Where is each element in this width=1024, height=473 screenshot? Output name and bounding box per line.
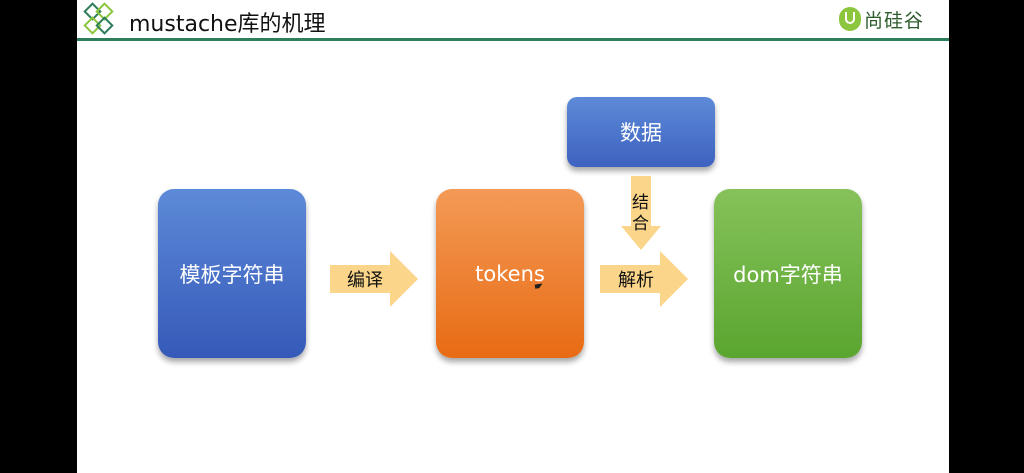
tokens-label: tokens [475,261,545,286]
page-title: mustache库的机理 [129,12,326,37]
combine-label-1: 结 [632,193,649,213]
dom-string-node: dom字符串 [714,189,862,358]
dom-string-label: dom字符串 [733,262,843,287]
brand-logo: 尚硅谷 [839,6,924,32]
slide-header: mustache库的机理 尚硅谷 [77,0,949,41]
parse-label: 解析 [618,270,654,291]
combine-arrow [621,176,661,250]
brand-mark-icon [839,7,861,31]
tokens-node: tokens [436,189,584,358]
data-node-label: 数据 [620,121,662,145]
template-string-node: 模板字符串 [158,189,306,358]
template-string-label: 模板字符串 [179,262,285,287]
compile-label: 编译 [347,270,383,291]
slide: mustache库的机理 尚硅谷 数据 模板字符串 编译 tokens 结 合 … [77,0,949,473]
compile-arrow [330,251,418,307]
parse-arrow [600,251,688,307]
diamond-logo-icon [83,2,114,35]
combine-label-2: 合 [632,214,649,234]
header-divider [77,38,949,41]
data-node: 数据 [567,97,715,167]
brand-name: 尚硅谷 [864,9,925,32]
